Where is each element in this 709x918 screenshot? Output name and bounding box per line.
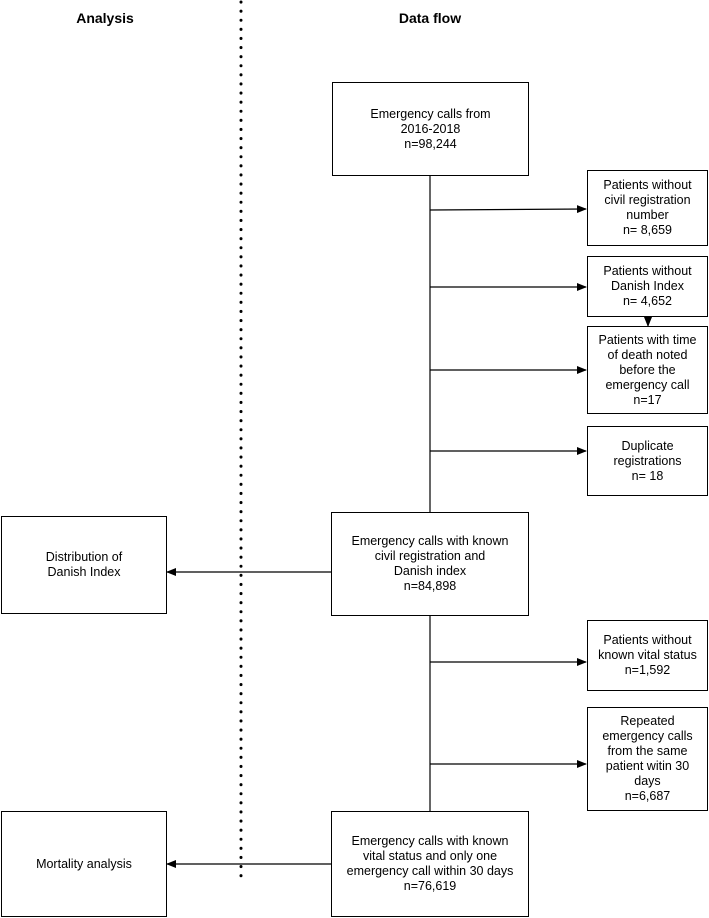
analysis-header: Analysis — [76, 10, 134, 26]
box-duplicate-registrations: Duplicate registrations n= 18 — [587, 426, 708, 496]
box-text: Mortality analysis — [36, 856, 132, 871]
box-text: Patients without known vital status n=1,… — [598, 633, 697, 677]
box-text: Repeated emergency calls from the same p… — [602, 714, 693, 803]
box-text: Emergency calls with known vital status … — [346, 834, 514, 893]
box-no-vital-status: Patients without known vital status n=1,… — [587, 620, 708, 691]
box-text: Emergency calls from 2016-2018 n=98,244 — [370, 106, 491, 151]
box-text: Emergency calls with known civil registr… — [351, 534, 509, 593]
box-final-cohort: Emergency calls with known vital status … — [331, 811, 529, 917]
arrow-to-no-civil-reg — [429, 205, 587, 214]
box-distribution-danish-index: Distribution of Danish Index — [1, 516, 167, 614]
box-emergency-calls-2016-2018: Emergency calls from 2016-2018 n=98,244 — [332, 82, 529, 176]
box-no-danish-index: Patients without Danish Index n= 4,652 — [587, 256, 708, 317]
data-flow-header: Data flow — [398, 10, 462, 26]
box-repeated-calls: Repeated emergency calls from the same p… — [587, 707, 708, 811]
box-mortality-analysis: Mortality analysis — [1, 811, 167, 917]
box-text: Duplicate registrations n= 18 — [613, 438, 682, 483]
box-no-civil-registration: Patients without civil registration numb… — [587, 170, 708, 246]
box-death-before-call: Patients with time of death noted before… — [587, 326, 708, 414]
box-text: Distribution of Danish Index — [45, 550, 123, 579]
box-known-civil-and-danish-index: Emergency calls with known civil registr… — [331, 512, 529, 616]
box-text: Patients without Danish Index n= 4,652 — [603, 264, 692, 308]
box-text: Patients with time of death noted before… — [598, 332, 697, 407]
box-text: Patients without civil registration numb… — [603, 178, 692, 237]
